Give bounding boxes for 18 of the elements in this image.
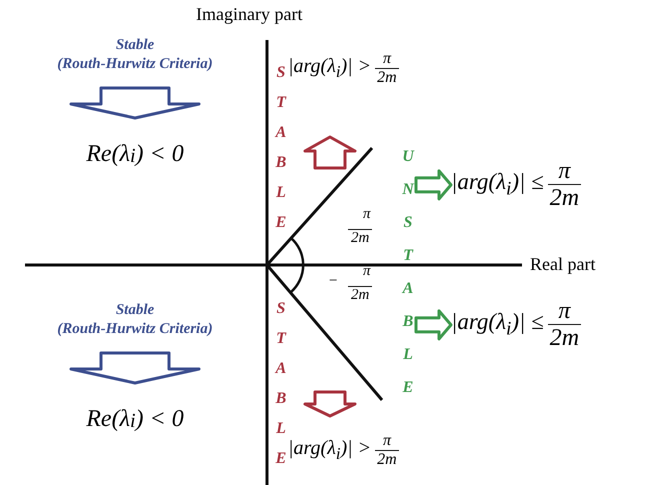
criteria-subtitle: (Routh-Hurwitz Criteria)	[57, 320, 213, 339]
axis-title: Real part	[530, 254, 596, 275]
stability-heading: Stable	[116, 36, 154, 55]
vertical-word: STABLE	[274, 299, 288, 469]
angle-label: 2m	[348, 229, 372, 247]
stability-heading: Stable	[116, 301, 154, 320]
angle-label: π	[363, 206, 371, 223]
hollow-arrow	[70, 352, 200, 384]
angle-label: −	[328, 273, 338, 290]
vertical-word: UNSTABLE	[400, 140, 416, 404]
angle-label: π	[363, 263, 371, 280]
vertical-word: STABLE	[274, 63, 288, 233]
hollow-arrow	[70, 86, 200, 120]
hollow-arrow	[414, 309, 452, 340]
criteria-subtitle: (Routh-Hurwitz Criteria)	[57, 55, 213, 74]
axis-title: Imaginary part	[196, 4, 302, 25]
angle-label: 2m	[348, 286, 372, 304]
hollow-arrow	[414, 169, 452, 200]
